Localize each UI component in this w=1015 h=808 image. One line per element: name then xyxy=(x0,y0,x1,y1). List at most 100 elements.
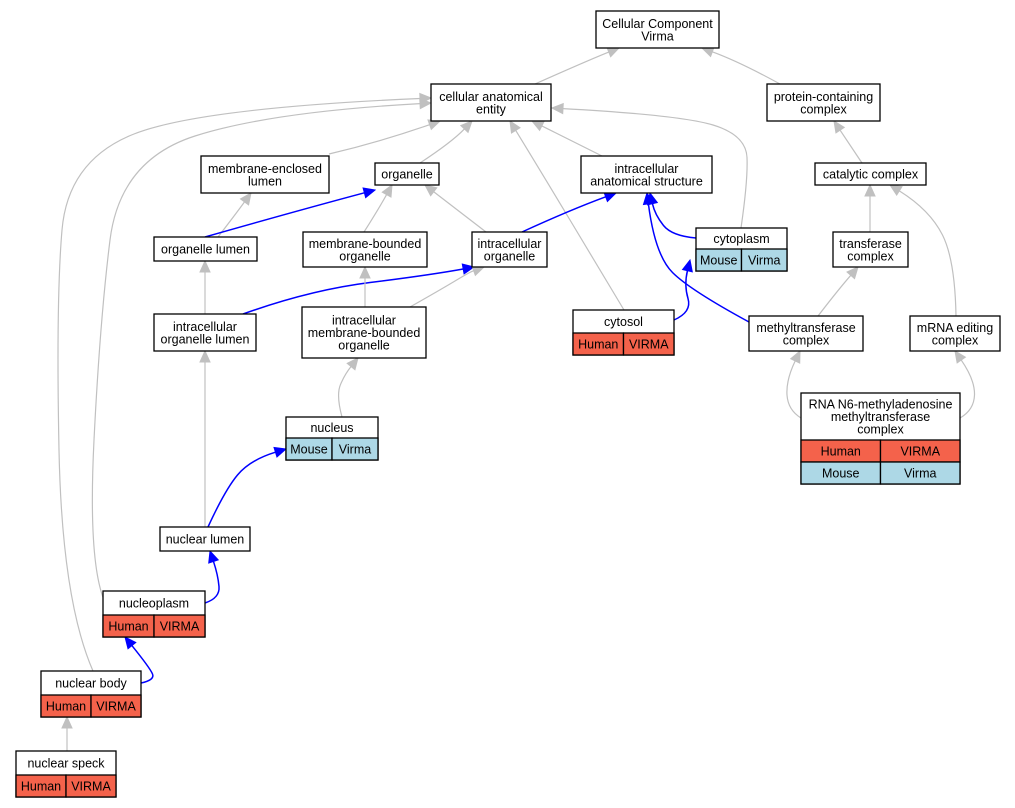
edge-intracellular-membrane-bounded-organelle-to-intracellular-organelle xyxy=(409,265,486,308)
edge-nuclear-body-to-nucleoplasm xyxy=(124,636,154,684)
arrowhead-icon xyxy=(61,715,73,729)
arrowhead-icon xyxy=(789,349,801,364)
node-box xyxy=(301,306,427,359)
node-label: cytosol xyxy=(604,315,643,329)
cell-label: Virma xyxy=(339,443,371,457)
arrowhead-icon xyxy=(424,184,438,197)
node-catalytic-complex[interactable]: catalytic complex xyxy=(814,162,927,186)
node-label: complex xyxy=(857,423,904,437)
node-label: intracellular xyxy=(615,162,679,176)
arrowhead-icon xyxy=(954,350,967,364)
node-box xyxy=(909,315,1001,352)
edge-intracellular-organelle-to-intracellular-anatomical-structure xyxy=(521,191,618,233)
edge-mrna-editing-complex-to-catalytic-complex xyxy=(888,184,957,317)
node-label: methyltransferase xyxy=(831,410,930,424)
arrowhead-icon xyxy=(359,265,371,279)
edge-line xyxy=(817,274,852,317)
node-label: nuclear lumen xyxy=(166,533,245,547)
arrowhead-icon xyxy=(888,184,903,196)
edge-nuclear-body-to-cellular-anatomical-entity xyxy=(57,92,433,672)
mouse-cell xyxy=(740,248,788,272)
cell-label: Human xyxy=(821,445,861,459)
node-label: organelle xyxy=(484,249,535,263)
edge-membrane-bounded-organelle-to-organelle xyxy=(363,183,393,233)
arrowhead-icon xyxy=(419,92,433,105)
node-box xyxy=(153,313,257,352)
edge-line xyxy=(328,124,430,155)
edge-cellular-anatomical-entity-to-cellular-component xyxy=(534,46,621,85)
node-rna-m6a-complex[interactable]: RNA N6-methyladenosinemethyltransferasec… xyxy=(800,392,961,485)
edge-organelle-lumen-to-membrane-enclosed-lumen xyxy=(217,192,252,238)
human-cell xyxy=(90,694,142,718)
node-organelle-lumen[interactable]: organelle lumen xyxy=(153,236,258,262)
edge-line xyxy=(899,190,957,317)
edge-line xyxy=(433,191,487,233)
edge-protein-containing-complex-to-cellular-component xyxy=(700,46,781,85)
cell-label: Mouse xyxy=(700,254,738,268)
edge-rna-m6a-complex-to-methyltransferase-complex xyxy=(786,349,802,419)
node-label: lumen xyxy=(248,174,282,188)
edge-line xyxy=(651,203,697,239)
node-label: intracellular xyxy=(332,314,396,328)
arrowhead-icon xyxy=(199,259,211,273)
node-organelle[interactable]: organelle xyxy=(374,162,440,186)
node-nuclear-lumen[interactable]: nuclear lumen xyxy=(159,526,251,552)
edge-line xyxy=(131,645,154,684)
mouse-cell xyxy=(879,461,961,485)
node-label: transferase xyxy=(839,237,902,251)
arrowhead-icon xyxy=(346,357,359,371)
edge-rna-m6a-complex-to-mrna-editing-complex xyxy=(954,350,976,419)
node-box xyxy=(302,231,428,268)
node-label: protein-containing xyxy=(774,90,873,104)
node-box xyxy=(200,155,330,194)
arrowhead-icon xyxy=(509,119,521,134)
node-box xyxy=(580,155,713,194)
cell-label: Virma xyxy=(904,467,936,481)
edge-line xyxy=(521,196,606,233)
node-label: methyltransferase xyxy=(756,321,855,335)
edge-intracellular-organelle-lumen-to-organelle-lumen xyxy=(199,259,211,314)
node-label: organelle xyxy=(338,339,389,353)
node-box xyxy=(374,162,440,186)
arrowhead-icon xyxy=(381,183,393,198)
node-label: RNA N6-methyladenosine xyxy=(809,398,953,412)
edge-line xyxy=(207,451,276,528)
edge-line xyxy=(57,97,421,672)
human-cell xyxy=(153,614,206,638)
node-label: intracellular xyxy=(173,320,237,334)
node-label: anatomical structure xyxy=(590,174,703,188)
cell-label: VIRMA xyxy=(71,780,111,794)
edge-cytosol-to-cytoplasm xyxy=(673,258,693,321)
edge-line xyxy=(242,268,464,315)
edge-line xyxy=(204,192,365,238)
edge-nuclear-lumen-to-intracellular-organelle-lumen xyxy=(199,349,211,527)
human-cell xyxy=(622,332,675,356)
edge-membrane-enclosed-lumen-to-cellular-anatomical-entity xyxy=(328,119,442,155)
arrowhead-icon xyxy=(606,46,621,58)
edge-organelle-lumen-to-organelle xyxy=(204,187,377,238)
arrowhead-icon xyxy=(124,636,137,650)
arrowhead-icon xyxy=(864,183,876,197)
edge-line xyxy=(562,108,748,229)
cell-label: Mouse xyxy=(290,443,328,457)
